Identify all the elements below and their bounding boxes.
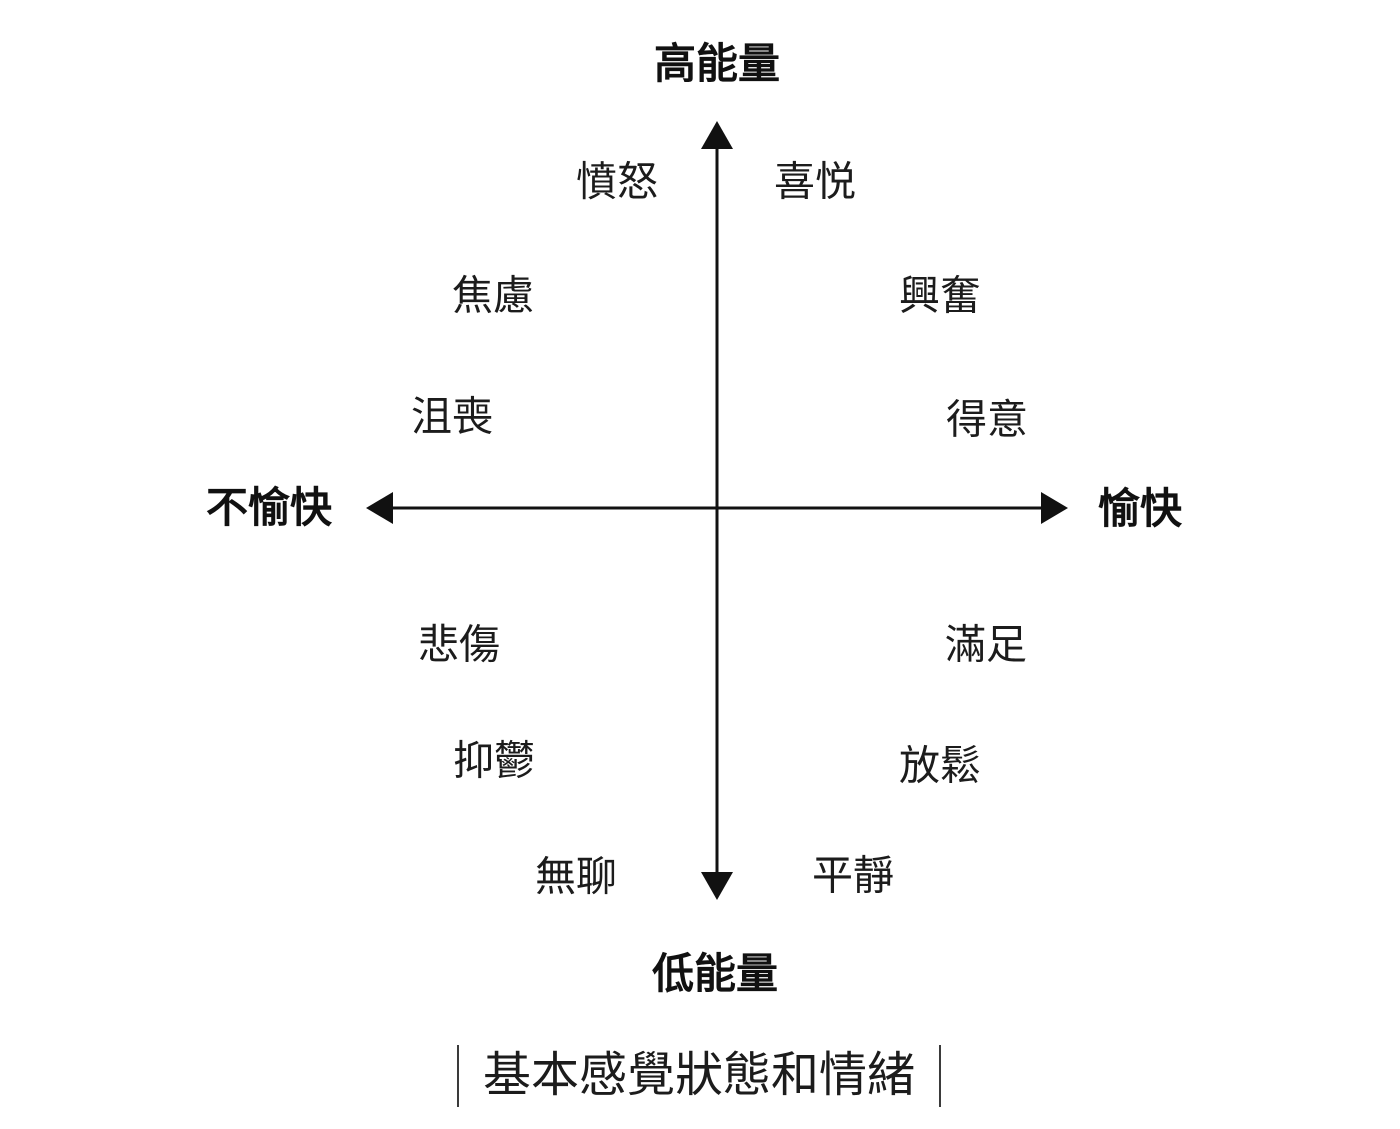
arrow-down-icon: [701, 872, 733, 900]
emotion-frustration: 沮喪: [411, 393, 493, 440]
emotion-calm: 平靜: [812, 852, 894, 899]
axis-label-high-energy: 高能量: [653, 40, 781, 87]
emotion-relaxation: 放鬆: [899, 742, 981, 789]
arrow-up-icon: [701, 121, 733, 149]
axis-label-low-energy: 低能量: [651, 950, 779, 997]
axis-label-unpleasant: 不愉快: [205, 484, 333, 531]
emotion-boredom: 無聊: [535, 853, 617, 900]
caption-left-bar: [456, 1045, 459, 1107]
emotion-sadness: 悲傷: [418, 621, 500, 668]
caption-right-bar: [939, 1045, 942, 1107]
arrow-left-icon: [366, 492, 393, 524]
emotion-pride: 得意: [946, 396, 1028, 443]
emotion-anger: 憤怒: [576, 158, 658, 205]
emotion-contentment: 滿足: [945, 621, 1027, 668]
caption: 基本感覺狀態和情緒: [456, 1045, 942, 1107]
emotion-joy: 喜悦: [774, 158, 856, 205]
caption-text: 基本感覺狀態和情緒: [482, 1049, 916, 1102]
axis-label-pleasant: 愉快: [1097, 485, 1183, 532]
emotion-excitement: 興奮: [899, 272, 981, 319]
emotion-anxiety: 焦慮: [452, 272, 534, 319]
arrow-right-icon: [1041, 492, 1068, 524]
emotion-depression: 抑鬱: [453, 737, 535, 784]
